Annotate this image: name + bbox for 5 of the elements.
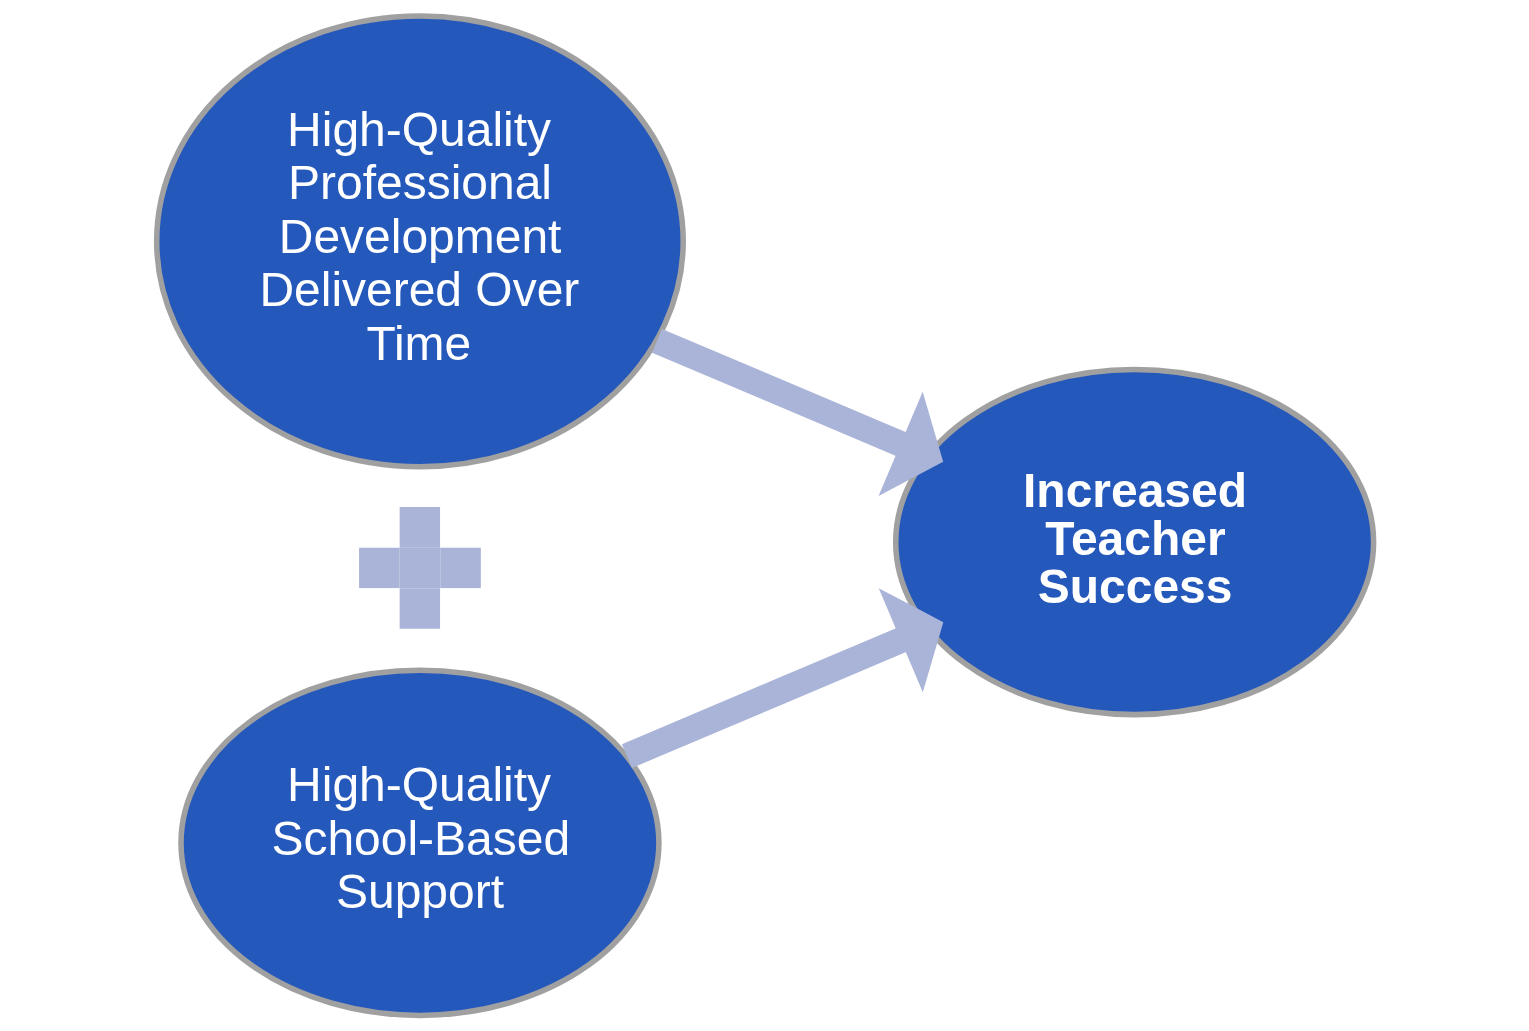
- node-ellipse: Increased Teacher Success: [892, 366, 1376, 718]
- node-ellipse: High-Quality School-Based Support: [177, 667, 662, 1019]
- node-ellipse: High-Quality Professional Development Delivered Over Time: [153, 13, 686, 470]
- arrow: [621, 588, 943, 768]
- arrow: [651, 328, 943, 496]
